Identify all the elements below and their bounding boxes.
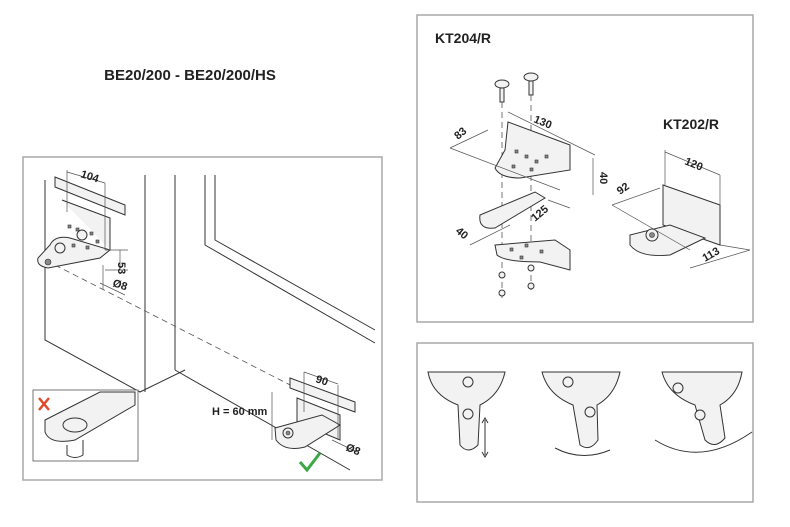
kt204-title: KT204/R <box>435 30 491 46</box>
rotate-arrow-icon <box>654 431 753 453</box>
kt202-dim-113: 113 <box>701 245 722 264</box>
kt204-illustration: 130 83 40 125 40 <box>449 72 609 298</box>
kits-panel: KT204/R KT202/R 130 83 40 125 40 120 92 <box>416 14 754 323</box>
kt202-title: KT202/R <box>663 116 719 132</box>
dim-pin-top: Ø8 <box>111 277 129 293</box>
vertical-arrow-icon <box>481 417 489 458</box>
check-icon <box>298 452 322 473</box>
adjustment-rotate <box>654 371 753 453</box>
kt202-dim-120: 120 <box>683 156 705 174</box>
adjustment-panel <box>416 342 754 503</box>
dim-width-top: 104 <box>79 168 101 185</box>
kt202-illustration: 120 92 113 <box>611 150 751 269</box>
wrong-installation-inset <box>32 389 139 462</box>
product-title: BE20/200 - BE20/200/HS <box>104 67 276 84</box>
dim-height-top: 53 <box>115 262 127 274</box>
bottom-hinge-illustration: 90 H = 60 mm Ø8 <box>212 371 362 473</box>
dim-width-bottom: 90 <box>314 373 329 388</box>
dim-pin-bottom: Ø8 <box>344 442 362 459</box>
top-hinge-illustration: 104 53 Ø8 <box>37 168 129 296</box>
kt204-dim-125: 125 <box>529 203 551 224</box>
kt204-dim-130: 130 <box>532 114 554 132</box>
kt202-dim-92: 92 <box>615 181 632 198</box>
adjustment-vertical <box>427 371 506 458</box>
height-label: H = 60 mm <box>212 406 268 418</box>
swing-arrow-icon <box>554 447 611 456</box>
kt204-dim-40: 40 <box>597 172 609 184</box>
kt204-dim-40b: 40 <box>453 225 470 242</box>
adjustment-slide <box>541 371 621 456</box>
installation-panel: 104 53 Ø8 90 H = 60 mm Ø8 <box>22 156 383 481</box>
cross-icon <box>38 397 50 411</box>
